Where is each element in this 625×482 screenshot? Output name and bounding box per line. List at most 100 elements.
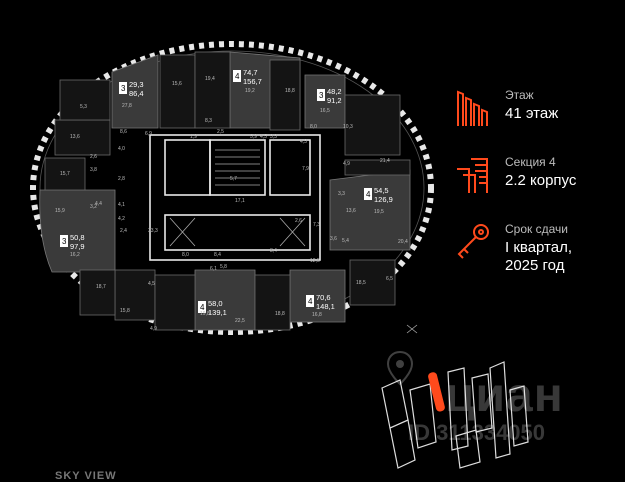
room-area-label: 4,9: [343, 161, 350, 167]
room-area-label: 16,2: [70, 252, 80, 258]
svg-text:54,5: 54,5: [374, 186, 389, 195]
svg-text:86,4: 86,4: [129, 89, 144, 98]
floor-icon: [457, 90, 488, 126]
room-area-label: 8,0: [182, 252, 189, 258]
svg-text:3: 3: [62, 237, 67, 246]
room-area-label: 5,9: [250, 134, 257, 140]
room-area-label: 5,4: [342, 238, 349, 244]
room-area-label: 15,6: [172, 81, 182, 87]
room-area-label: 13,6: [70, 134, 80, 140]
svg-text:3: 3: [121, 84, 126, 93]
svg-text:50,8: 50,8: [70, 233, 85, 242]
apartment-label-6: 4 58,0 139,1: [198, 299, 227, 317]
svg-text:48,2: 48,2: [327, 87, 342, 96]
floor-plan: 3 29,3 86,4 4 74,7 156,7 3 48,2 91,2 4 5…: [30, 41, 434, 335]
room-area-label: 8,6: [120, 129, 127, 135]
room-area-label: 6,5: [386, 276, 393, 282]
svg-text:74,7: 74,7: [243, 68, 258, 77]
svg-text:139,1: 139,1: [208, 308, 227, 317]
apartment-label-5: 3 50,8 97,9: [60, 233, 85, 251]
room-area-label: 19,2: [245, 88, 255, 94]
location-pin-icon: [386, 350, 414, 386]
room-area-label: 10,3: [343, 124, 353, 130]
room-area-label: 2,4: [120, 228, 127, 234]
room-area-label: 8,3: [205, 118, 212, 124]
room-area-label: 7,9: [302, 166, 309, 172]
building-location-map: [381, 361, 529, 469]
room-area-label: 16,8: [312, 312, 322, 318]
room-area-label: 21,4: [380, 158, 390, 164]
room-area-label: 12,5: [310, 258, 320, 264]
svg-text:58,0: 58,0: [208, 299, 223, 308]
section-icon: [457, 158, 488, 193]
room-area-label: 6,1: [210, 266, 217, 272]
room-area-label: 20,4: [398, 239, 408, 245]
room-area-label: 6,9: [145, 131, 152, 137]
room-area-label: 18,8: [285, 88, 295, 94]
room-area-label: 17,1: [235, 198, 245, 204]
section-value: 2.2 корпус: [505, 172, 577, 189]
floor-value: 41 этаж: [505, 105, 559, 122]
apartment-label-1: 3 29,3 86,4: [119, 80, 144, 98]
compass-icon: [406, 324, 418, 334]
room-area-label: 5,8: [220, 264, 227, 270]
apartment-label-2: 4 74,7 156,7: [233, 68, 262, 86]
room-area-label: 15,7: [60, 171, 70, 177]
watermark-logo: циан: [445, 369, 564, 422]
svg-text:97,9: 97,9: [70, 242, 85, 251]
room-area-label: 4,1: [118, 202, 125, 208]
svg-text:4: 4: [235, 72, 240, 81]
room-area-label: 5,7: [230, 176, 237, 182]
room-area-label: 18,7: [96, 284, 106, 290]
selected-building-marker: [428, 372, 445, 412]
room-area-label: 19,5: [374, 209, 384, 215]
room-area-label: 27,8: [122, 103, 132, 109]
building-outline: [30, 41, 434, 335]
svg-text:70,6: 70,6: [316, 293, 331, 302]
svg-text:3: 3: [319, 91, 324, 100]
room-area-label: 3,8: [90, 167, 97, 173]
room-area-label: 22,5: [235, 318, 245, 324]
room-area-label: 4,2: [118, 216, 125, 222]
room-area-label: 7,3: [313, 222, 320, 228]
svg-text:29,3: 29,3: [129, 80, 144, 89]
svg-text:148,1: 148,1: [316, 302, 335, 311]
building-core: [149, 134, 321, 261]
room-area-label: 8,4: [214, 252, 221, 258]
room-area-label: 3,4: [270, 248, 277, 254]
key-icon: [457, 224, 489, 259]
room-area-label: 3,3: [270, 134, 277, 140]
svg-text:91,2: 91,2: [327, 96, 342, 105]
room-area-label: 2,8: [118, 176, 125, 182]
room-area-label: 1,9: [190, 134, 197, 140]
room-area-label: 4,5: [148, 281, 155, 287]
room-area-label: 5,3: [80, 104, 87, 110]
apartment-label-7: 4 70,6 148,1: [306, 293, 335, 311]
room-area-label: 18,8: [275, 311, 285, 317]
room-area-label: 2,5: [217, 129, 224, 135]
room-area-label: 15,9: [55, 208, 65, 214]
svg-text:126,9: 126,9: [374, 195, 393, 204]
room-area-label: 4,3: [300, 139, 307, 145]
section-label: Секция 4: [505, 155, 556, 169]
room-area-label: 3,3: [338, 191, 345, 197]
apartment-label-4: 4 54,5 126,9: [364, 186, 393, 204]
svg-text:4: 4: [308, 297, 313, 306]
apartment-unit-6[interactable]: [194, 269, 256, 331]
room-area-label: 18,5: [356, 280, 366, 286]
apartment-unit-5[interactable]: [39, 189, 116, 273]
room-area-label: 4,9: [150, 326, 157, 332]
room-area-label: 4,0: [118, 146, 125, 152]
room-area-label: 13,6: [346, 208, 356, 214]
svg-text:156,7: 156,7: [243, 77, 262, 86]
svg-text:4: 4: [200, 303, 205, 312]
completion-value-line2: 2025 год: [505, 257, 565, 274]
room-area-label: 3,2: [90, 204, 97, 210]
room-area-label: 16,5: [320, 108, 330, 114]
room-area-label: 8,0: [310, 124, 317, 130]
info-section: Секция 4 2.2 корпус: [455, 155, 625, 200]
info-completion: Срок сдачи I квартал, 2025 год: [455, 222, 625, 282]
watermark-id: ID 311334050: [408, 420, 546, 445]
apartment-unit-1[interactable]: [111, 54, 159, 129]
